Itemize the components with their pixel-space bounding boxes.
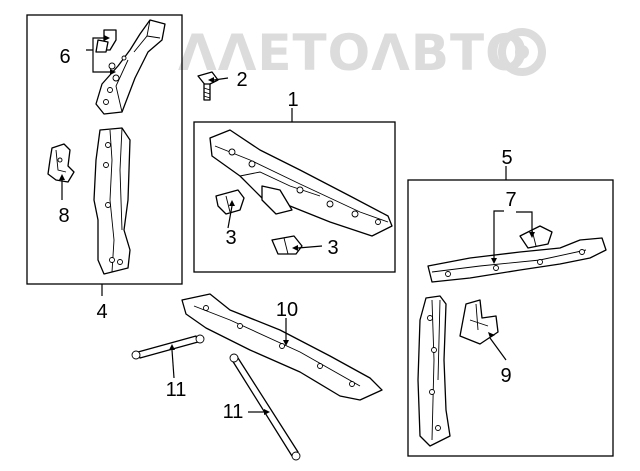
watermark-gear-icon [498,28,546,76]
part-2-bolt [197,71,219,101]
part-3-bracket-b [271,235,303,255]
arrowheads [59,35,535,415]
part-5-vertical-support [417,295,451,447]
callout-11-a: 11 [166,379,187,401]
callout-8: 8 [58,205,69,227]
part-6-upper-bracket [95,19,166,115]
callout-11-b: 11 [223,401,244,423]
part-11-rod-long [229,353,301,461]
part-7-bracket [519,225,553,249]
callout-10: 10 [276,299,298,321]
part-3-bracket-a [215,189,245,215]
group-box-center [193,121,396,273]
part-11-rod-short [131,334,205,360]
group-box-right [407,179,614,457]
watermark-text: ΛΛΕΤΟΛΒΤΟ [178,24,529,82]
leader-lines [61,37,533,413]
callout-3-b: 3 [327,237,338,259]
callout-7: 7 [505,189,516,211]
part-9-clip [459,299,499,345]
callout-1: 1 [287,89,298,111]
part-4-left-support [93,127,131,275]
callout-2: 2 [236,69,247,91]
part-8-clip [47,143,75,183]
callout-9: 9 [500,365,511,387]
part-1-upper-support [209,129,393,237]
callout-6: 6 [59,46,70,68]
callout-3-a: 3 [225,227,236,249]
callout-5: 5 [501,147,512,169]
part-5-upper-member [427,237,607,283]
group-box-left [26,14,183,285]
part-10-lower-crossmember [181,293,383,401]
callout-4: 4 [96,301,107,323]
